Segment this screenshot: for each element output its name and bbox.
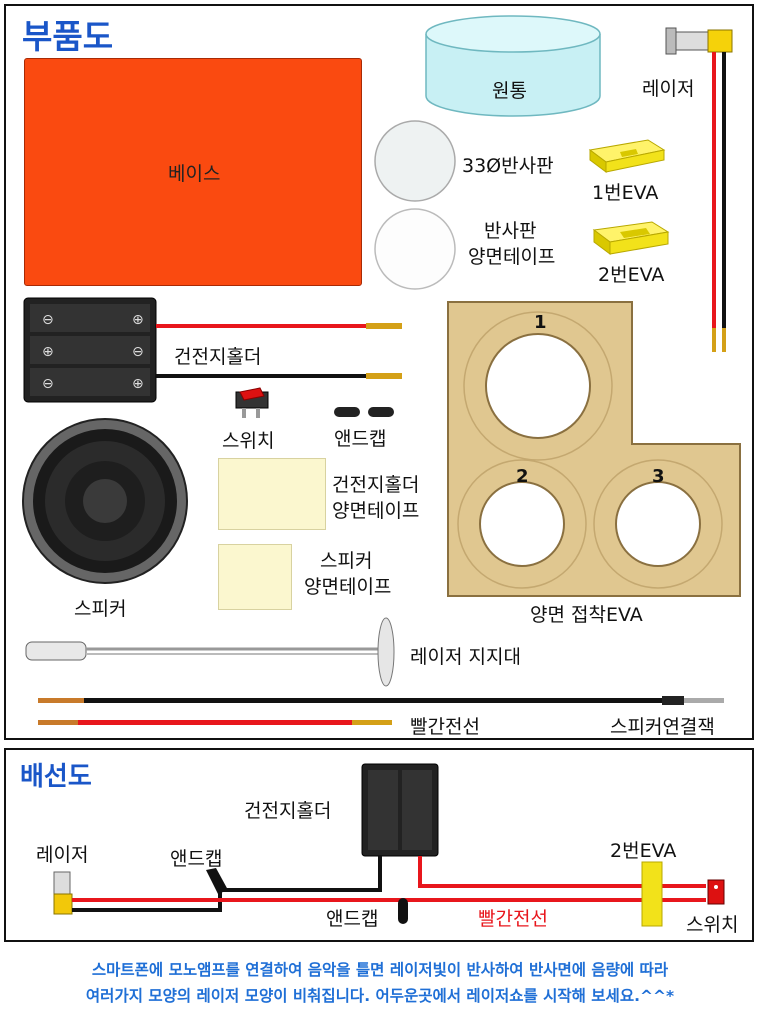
battery-holder-label: 건전지홀더	[174, 346, 262, 368]
parts-panel: 부품도 베이스 원통 레이저 33Ø반사판 반사판 양면테이프 1번EVA	[4, 4, 754, 740]
eva-2-drawing	[592, 221, 670, 255]
svg-text:⊖: ⊖	[42, 312, 54, 328]
eva-hole-number-3: 3	[652, 466, 665, 487]
speaker-label: 스피커	[74, 598, 127, 620]
end-cap-label: 앤드캡	[334, 428, 387, 450]
footer-line-1: 스마트폰에 모노앰프를 연결하여 음악을 틀면 레이저빛이 반사하여 반사면에 …	[91, 961, 669, 979]
cylinder-drawing	[425, 15, 601, 117]
speaker-tape-label-1: 스피커	[320, 550, 373, 572]
wiring-end-cap-2-label: 앤드캡	[326, 908, 379, 930]
svg-text:⊕: ⊕	[132, 312, 144, 328]
cylinder-label: 원통	[492, 80, 527, 102]
wiring-laser-label: 레이저	[36, 844, 89, 866]
double-eva-label: 양면 접착EVA	[530, 604, 643, 626]
parts-title: 부품도	[22, 17, 114, 56]
wiring-red-wire-label: 빨간전선	[478, 908, 548, 930]
svg-text:⊕: ⊕	[132, 376, 144, 392]
wiring-diagram	[53, 763, 725, 927]
eva-hole-number-1: 1	[534, 312, 547, 333]
laser-label: 레이저	[642, 78, 695, 100]
holder-tape-drawing	[218, 458, 326, 530]
mirror-tape-label-1: 반사판	[484, 220, 537, 242]
eva-1-drawing	[588, 139, 666, 173]
base-label: 베이스	[168, 163, 221, 185]
wiring-switch-label: 스위치	[686, 914, 739, 936]
mirror-33-label: 33Ø반사판	[462, 155, 554, 177]
mirror-tape-label-2: 양면테이프	[468, 246, 556, 268]
laser-drawing	[665, 27, 733, 352]
footer-line-2: 여러가지 모양의 레이저 모양이 비춰집니다. 어두운곳에서 레이저쇼를 시작해…	[85, 987, 675, 1005]
wiring-battery-holder-label: 건전지홀더	[244, 800, 332, 822]
svg-text:⊖: ⊖	[132, 344, 144, 360]
speaker-cable-label: 스피커연결잭	[610, 716, 715, 738]
speaker-tape-label-2: 양면테이프	[304, 576, 392, 598]
eva-hole-number-2: 2	[516, 466, 529, 487]
wiring-eva2-label: 2번EVA	[610, 840, 677, 862]
end-cap-drawing	[334, 407, 394, 417]
speaker-tape-drawing	[218, 544, 292, 610]
holder-tape-label-2: 양면테이프	[332, 500, 420, 522]
eva-2-label: 2번EVA	[598, 264, 665, 286]
wiring-title: 배선도	[20, 762, 92, 792]
eva-1-label: 1번EVA	[592, 182, 659, 204]
battery-holder-drawing: ⊖ ⊕ ⊕ ⊖ ⊖ ⊕	[23, 297, 402, 403]
switch-drawing	[235, 387, 269, 418]
holder-tape-label-1: 건전지홀더	[332, 474, 420, 496]
wiring-panel: 배선도 건전지홀더 레이저 앤드캡 앤드캡 빨간전선 2번EVA 스위치	[4, 748, 754, 942]
mirror-tape-drawing	[374, 208, 456, 290]
laser-stand-drawing	[25, 617, 395, 687]
wiring-end-cap-1-label: 앤드캡	[170, 848, 223, 870]
double-eva-drawing	[447, 301, 741, 597]
base-plate	[24, 58, 362, 286]
mirror-33-drawing	[374, 120, 456, 202]
svg-text:⊖: ⊖	[42, 376, 54, 392]
svg-text:⊕: ⊕	[42, 344, 54, 360]
wires-drawing	[38, 696, 724, 725]
speaker-drawing	[22, 418, 188, 584]
red-wire-label: 빨간전선	[410, 716, 480, 738]
switch-label: 스위치	[222, 430, 275, 452]
laser-stand-label: 레이저 지지대	[410, 646, 521, 668]
